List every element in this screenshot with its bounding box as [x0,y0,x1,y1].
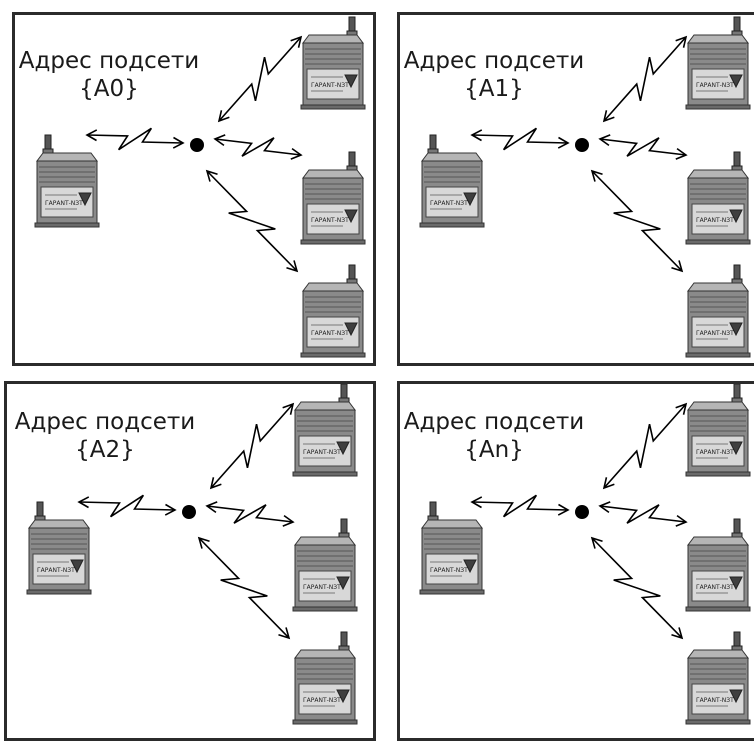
device-model-text: ГАРАNТ-NЗТ [696,449,734,456]
radio-module-icon: ГАРАNТ-NЗТ [292,631,358,725]
wireless-link-arrow [77,494,177,518]
wireless-link-arrow [602,402,688,490]
wireless-link-arrow [209,402,295,490]
coordinator-node [182,505,196,519]
subnet-label: Адрес подсети {A2} [7,408,205,464]
subnet-network-graphic: ГАРАNТ-NЗТ ГАРАNТ-NЗТ ГАРАNТ-NЗТ ГАРАNТ-NЗТ [34,16,366,358]
wireless-link-arrow [602,35,688,123]
wireless-link-arrow [205,501,295,527]
radio-module-icon: ГАРАNТ-NЗТ [419,134,485,228]
radio-module-icon: ГАРАNТ-NЗТ [685,264,751,358]
coordinator-node [575,505,589,519]
subnet-label: Адрес подсети {An} [400,408,594,464]
subnet-network-graphic: ГАРАNТ-NЗТ ГАРАNТ-NЗТ ГАРАNТ-NЗТ ГАРАNТ-NЗТ [419,16,751,358]
subnet-label-address: {An} [464,437,524,463]
wireless-link-arrow [205,169,299,273]
radio-module-icon: ГАРАNТ-NЗТ [26,501,92,595]
device-model-text: ГАРАNТ-NЗТ [696,584,734,591]
wireless-link-arrow [217,35,303,123]
radio-module-icon: ГАРАNТ-NЗТ [419,501,485,595]
radio-module-icon: ГАРАNТ-NЗТ [685,518,751,612]
radio-module-icon: ГАРАNТ-NЗТ [685,384,751,477]
radio-module-icon: ГАРАNТ-NЗТ [300,16,366,110]
radio-module-icon: ГАРАNТ-NЗТ [300,264,366,358]
subnet-label-title: Адрес подсети [403,48,585,74]
device-model-text: ГАРАNТ-NЗТ [430,567,468,574]
coordinator-node [190,138,204,152]
device-model-text: ГАРАNТ-NЗТ [311,217,349,224]
radio-module-icon: ГАРАNТ-NЗТ [34,134,100,228]
device-model-text: ГАРАNТ-NЗТ [696,217,734,224]
wireless-link-arrow [470,127,570,151]
wireless-link-arrow [590,536,684,640]
wireless-link-arrow [197,536,291,640]
wireless-link-arrow [85,127,185,151]
device-model-text: ГАРАNТ-NЗТ [430,200,468,207]
subnet-label-title: Адрес подсети [403,409,585,435]
radio-module-icon: ГАРАNТ-NЗТ [292,384,358,477]
device-model-text: ГАРАNТ-NЗТ [696,697,734,704]
wireless-link-arrow [598,501,688,527]
radio-module-icon: ГАРАNТ-NЗТ [685,151,751,245]
wireless-link-arrow [598,134,688,160]
radio-module-icon: ГАРАNТ-NЗТ [300,151,366,245]
wireless-link-arrow [590,169,684,273]
radio-module-icon: ГАРАNТ-NЗТ [685,16,751,110]
coordinator-node [575,138,589,152]
device-model-text: ГАРАNТ-NЗТ [311,82,349,89]
wireless-link-arrow [213,134,303,160]
device-model-text: ГАРАNТ-NЗТ [303,449,341,456]
subnet-label-address: {A0} [79,76,139,102]
subnet-network-graphic: ГАРАNТ-NЗТ ГАРАNТ-NЗТ ГАРАNТ-NЗТ ГАРАNТ-NЗТ [419,384,751,725]
subnet-label-title: Адрес подсети [18,48,200,74]
device-model-text: ГАРАNТ-NЗТ [696,330,734,337]
wireless-link-arrow [470,494,570,518]
device-model-text: ГАРАNТ-NЗТ [303,697,341,704]
subnet-label: Адрес подсети {A1} [400,47,594,103]
radio-module-icon: ГАРАNТ-NЗТ [685,631,751,725]
subnet-network-graphic: ГАРАNТ-NЗТ ГАРАNТ-NЗТ ГАРАNТ-NЗТ ГАРАNТ-NЗТ [26,384,358,725]
device-model-text: ГАРАNТ-NЗТ [696,82,734,89]
device-model-text: ГАРАNТ-NЗТ [311,330,349,337]
device-model-text: ГАРАNТ-NЗТ [37,567,75,574]
device-model-text: ГАРАNТ-NЗТ [303,584,341,591]
subnet-label-address: {A2} [75,437,135,463]
subnet-label-address: {A1} [464,76,524,102]
subnet-label: Адрес подсети {A0} [15,47,209,103]
device-model-text: ГАРАNТ-NЗТ [45,200,83,207]
radio-module-icon: ГАРАNТ-NЗТ [292,518,358,612]
subnet-label-title: Адрес подсети [14,409,196,435]
